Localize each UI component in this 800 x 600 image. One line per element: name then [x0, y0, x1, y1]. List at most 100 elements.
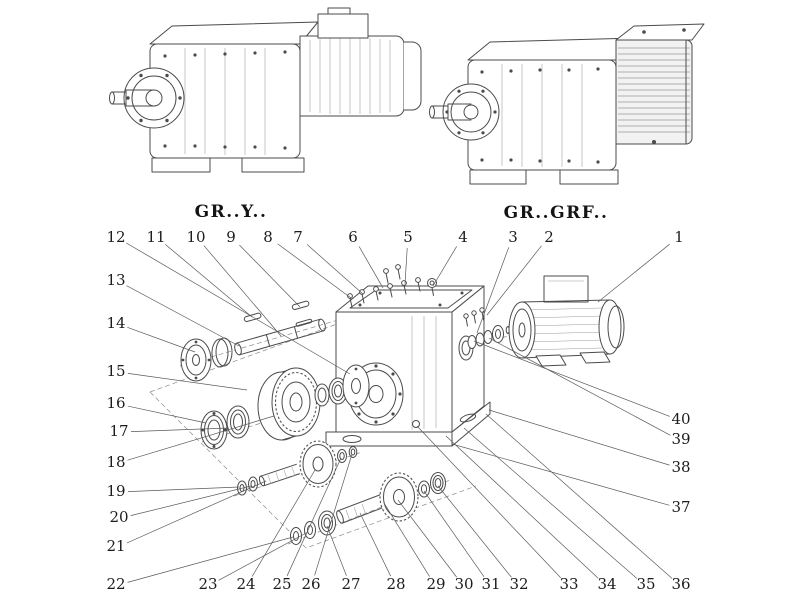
output-hub — [123, 67, 185, 129]
leader-line-16 — [127, 405, 207, 424]
callout-number-14: 14 — [106, 314, 125, 332]
drain-plug — [412, 420, 420, 428]
callout-number-8: 8 — [263, 228, 273, 246]
leader-line-32 — [437, 485, 512, 578]
leader-line-21 — [126, 480, 267, 544]
leader-line-19 — [127, 486, 240, 492]
leader-line-15 — [127, 373, 248, 391]
leader-line-27 — [326, 525, 347, 576]
splined-pinion-shaft — [258, 463, 301, 487]
leader-line-29 — [383, 502, 430, 577]
leader-line-34 — [445, 435, 599, 579]
callout-number-40: 40 — [671, 410, 690, 428]
leader-line-28 — [359, 512, 391, 577]
motor-body — [615, 39, 693, 145]
bearing-large — [200, 410, 228, 450]
callout-number-15: 15 — [106, 362, 125, 380]
callout-number-35: 35 — [636, 575, 655, 593]
leader-line-18 — [127, 415, 275, 461]
callout-number-32: 32 — [509, 575, 528, 593]
leader-line-24 — [251, 469, 316, 577]
callout-number-33: 33 — [559, 575, 578, 593]
callout-number-7: 7 — [293, 228, 303, 246]
callout-number-22: 22 — [106, 575, 125, 593]
retaining-rings — [337, 446, 358, 463]
leader-line-26 — [314, 453, 353, 576]
exploded-view-drawing — [149, 264, 625, 549]
leader-line-13 — [126, 285, 240, 347]
assembled-unit-gr-y-drawing — [109, 7, 422, 173]
callout-number-1: 1 — [674, 228, 684, 246]
output-bearing-right — [418, 472, 446, 498]
callout-number-26: 26 — [301, 575, 320, 593]
leader-line-9 — [239, 244, 301, 308]
input-shaft — [234, 318, 326, 356]
leader-line-6 — [358, 246, 384, 289]
variant-label-gr-grf: GR..GRF.. — [503, 203, 609, 223]
callout-number-39: 39 — [671, 430, 690, 448]
callout-number-31: 31 — [481, 575, 500, 593]
helical-gearwheel — [257, 367, 321, 441]
leader-line-1 — [597, 243, 670, 303]
leader-line-11 — [165, 244, 253, 318]
callout-number-12: 12 — [106, 228, 125, 246]
callout-number-18: 18 — [106, 453, 125, 471]
shaft-key-2 — [291, 300, 310, 310]
leader-line-20 — [130, 485, 252, 516]
callout-number-21: 21 — [106, 537, 125, 555]
gearbox-bolt-dots — [163, 50, 287, 150]
callout-number-29: 29 — [426, 575, 445, 593]
flange-disc — [342, 364, 370, 408]
leader-line-22 — [127, 536, 294, 583]
gasket — [211, 337, 233, 368]
spacer-ring — [314, 383, 330, 407]
callout-number-5: 5 — [403, 228, 413, 246]
leader-line-14 — [127, 327, 196, 353]
callout-number-23: 23 — [198, 575, 217, 593]
leader-line-3 — [476, 247, 510, 334]
eye-bolt — [427, 278, 437, 296]
callout-number-28: 28 — [386, 575, 405, 593]
leader-line-17 — [130, 427, 230, 432]
leader-line-12 — [126, 242, 351, 375]
leader-line-38 — [488, 409, 670, 466]
callout-number-3: 3 — [508, 228, 518, 246]
callout-number-6: 6 — [348, 228, 358, 246]
callout-number-25: 25 — [272, 575, 291, 593]
output-bearing-left — [318, 510, 336, 536]
callout-number-37: 37 — [671, 498, 690, 516]
callout-number-24: 24 — [236, 575, 255, 593]
leader-line-37 — [451, 443, 670, 506]
callout-number-20: 20 — [109, 508, 128, 526]
callout-number-13: 13 — [106, 271, 125, 289]
callout-number-10: 10 — [186, 228, 205, 246]
callout-number-11: 11 — [146, 228, 165, 246]
leader-line-7 — [306, 244, 364, 295]
callout-number-16: 16 — [106, 394, 125, 412]
leader-line-8 — [277, 243, 352, 299]
leader-line-30 — [397, 499, 457, 578]
callout-number-4: 4 — [458, 228, 468, 246]
leader-line-4 — [432, 246, 457, 287]
callout-number-34: 34 — [597, 575, 616, 593]
leader-line-31 — [423, 490, 485, 578]
leader-line-5 — [404, 247, 408, 285]
callout-number-30: 30 — [454, 575, 473, 593]
terminal-box — [317, 13, 369, 39]
leader-line-40 — [473, 340, 670, 417]
motor-body — [299, 35, 405, 117]
motor-flange-bolts — [463, 307, 485, 327]
bearing-small — [328, 377, 348, 405]
leader-line-10 — [203, 245, 282, 337]
leader-line-33 — [416, 425, 561, 579]
assembled-unit-gr-grf-drawing — [429, 23, 705, 185]
callout-number-36: 36 — [671, 575, 690, 593]
exploded-motor — [505, 275, 625, 367]
callout-number-17: 17 — [109, 422, 128, 440]
housing-cover-bolts — [347, 264, 421, 308]
callout-number-27: 27 — [341, 575, 360, 593]
leader-line-23 — [218, 531, 309, 581]
